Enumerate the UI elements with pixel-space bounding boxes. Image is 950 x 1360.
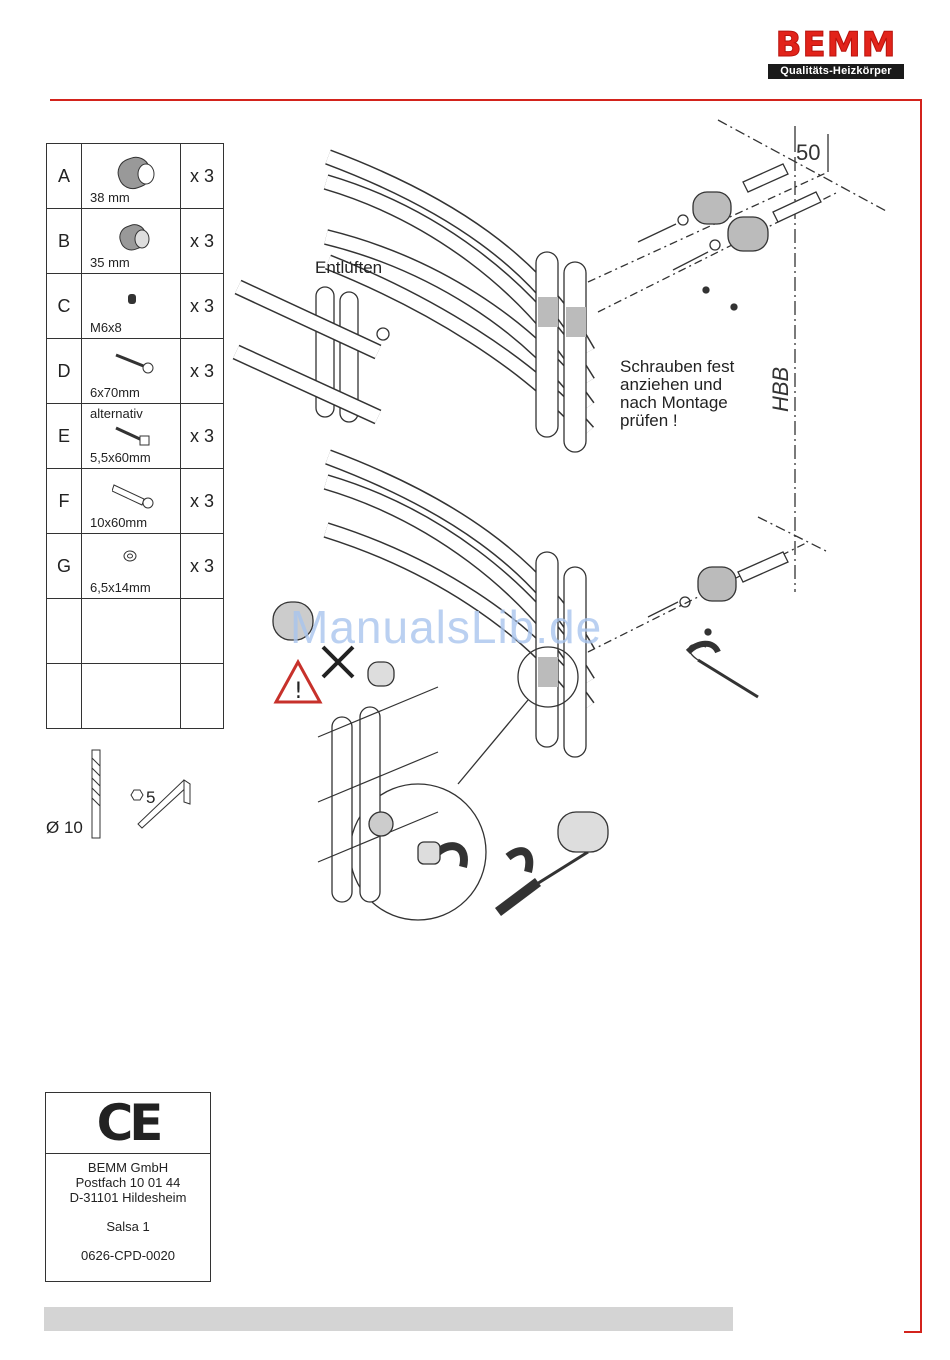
parts-row: C M6x8 x 3	[46, 273, 224, 339]
part-picture: alternativ 5,5x60mm	[81, 403, 181, 469]
parts-row: G 6,5x14mm x 3	[46, 533, 224, 599]
part-dimension: 5,5x60mm	[90, 450, 151, 465]
part-dimension: 6,5x14mm	[90, 580, 151, 595]
vent-label: Entlüften	[315, 258, 383, 277]
watermark: ManualsLib.de	[290, 601, 603, 653]
footer-bar	[44, 1307, 733, 1331]
part-letter: C	[46, 273, 82, 339]
part-picture: 10x60mm	[81, 468, 181, 534]
part-quantity: x 3	[180, 468, 224, 534]
certificate-box: CE BEMM GmbH Postfach 10 01 44 D-31101 H…	[45, 1092, 211, 1282]
part-quantity: x 3	[180, 273, 224, 339]
brand-name: BEMM	[775, 25, 897, 65]
part-letter: F	[46, 468, 82, 534]
brand-tagline: Qualitäts-Heizkörper	[768, 64, 904, 79]
part-quantity: x 3	[180, 403, 224, 469]
certificate-number: 0626-CPD-0020	[81, 1248, 175, 1263]
part-letter	[46, 663, 82, 729]
assembly-diagram: !	[232, 119, 889, 921]
part-letter: G	[46, 533, 82, 599]
frame-right-line	[920, 99, 922, 1333]
part-picture: 38 mm	[81, 143, 181, 209]
parts-row	[46, 663, 224, 729]
part-quantity	[180, 663, 224, 729]
warning-icon	[273, 658, 323, 704]
city: D-31101 Hildesheim	[69, 1190, 187, 1205]
part-picture	[81, 663, 181, 729]
hex-key-icon	[130, 789, 144, 801]
po-box: Postfach 10 01 44	[75, 1175, 181, 1190]
part-picture: 35 mm	[81, 208, 181, 274]
dimension-hbb: HBB	[768, 367, 793, 412]
part-picture: 6x70mm	[81, 338, 181, 404]
part-letter: D	[46, 338, 82, 404]
part-note: alternativ	[90, 406, 143, 421]
brand-logo: BEMM Qualitäts-Heizkörper	[768, 28, 904, 79]
parts-row: B 35 mm x 3	[46, 208, 224, 274]
tighten-note-line: Schrauben fest	[620, 357, 735, 376]
part-picture: 6,5x14mm	[81, 533, 181, 599]
product-name: Salsa 1	[106, 1219, 150, 1234]
ce-mark: CE	[96, 1094, 164, 1152]
part-quantity: x 3	[180, 208, 224, 274]
part-quantity: x 3	[180, 533, 224, 599]
part-picture: M6x8	[81, 273, 181, 339]
part-quantity: x 3	[180, 143, 224, 209]
part-picture	[81, 598, 181, 664]
tighten-note-line: anziehen und	[620, 375, 723, 394]
parts-row: D 6x70mm x 3	[46, 338, 224, 404]
tighten-note-line: nach Montage	[620, 393, 728, 412]
parts-row: F 10x60mm x 3	[46, 468, 224, 534]
frame-top-line	[50, 99, 922, 101]
part-letter: E	[46, 403, 82, 469]
parts-row: A 38 mm x 3	[46, 143, 224, 209]
part-letter: B	[46, 208, 82, 274]
part-dimension: 6x70mm	[90, 385, 140, 400]
part-quantity	[180, 598, 224, 664]
drill-size-label: Ø 10	[46, 818, 83, 837]
parts-row	[46, 598, 224, 664]
part-dimension: 38 mm	[90, 190, 130, 205]
frame-bottom-line	[904, 1331, 922, 1333]
hex-key-size-label: 5	[146, 788, 156, 807]
tighten-note: Schrauben fest anziehen und nach Montage…	[620, 358, 734, 430]
tools-section: Ø 10 5	[44, 748, 204, 844]
part-letter	[46, 598, 82, 664]
company-name: BEMM GmbH	[87, 1160, 169, 1175]
ce-mark-area: CE	[46, 1093, 210, 1154]
part-dimension: 10x60mm	[90, 515, 148, 530]
part-letter: A	[46, 143, 82, 209]
drill-bit-icon	[91, 749, 191, 839]
part-quantity: x 3	[180, 338, 224, 404]
svg-text:!: !	[294, 679, 303, 704]
part-dimension: M6x8	[90, 320, 122, 335]
dimension-50: 50	[796, 140, 820, 165]
part-dimension: 35 mm	[90, 255, 130, 270]
tighten-note-line: prüfen !	[620, 411, 678, 430]
